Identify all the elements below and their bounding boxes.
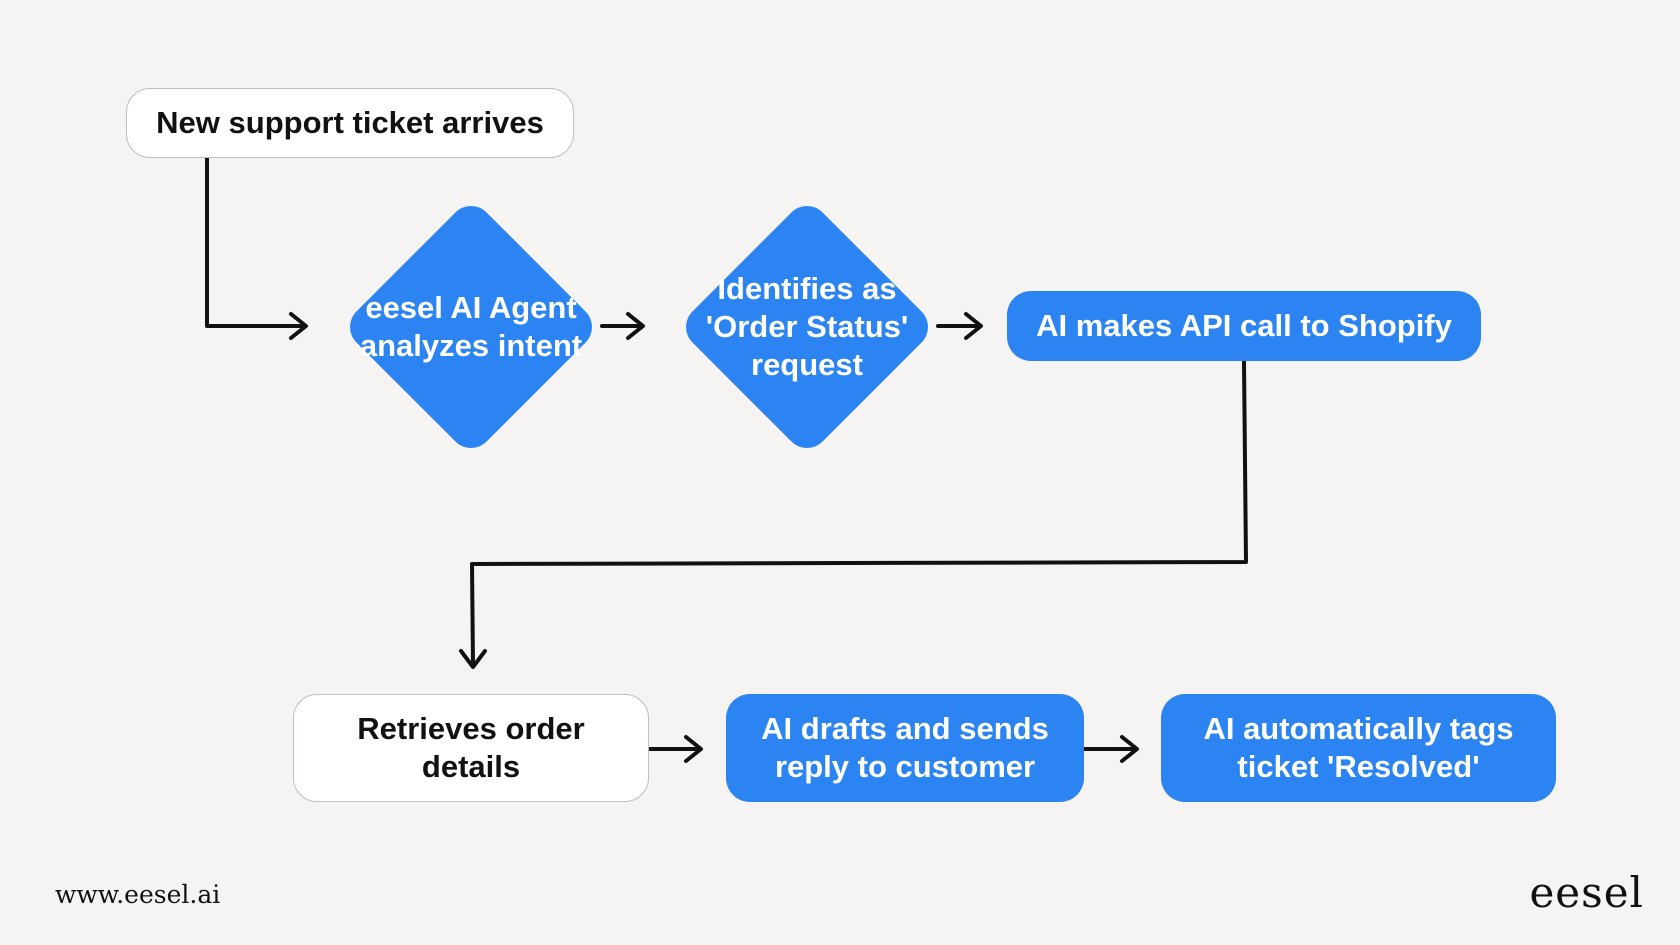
arrowhead-analyze xyxy=(289,312,308,340)
node-draft-reply: AI drafts and sends reply to customer xyxy=(726,694,1084,802)
node-new-ticket-label: New support ticket arrives xyxy=(156,105,544,140)
node-retrieve-order: Retrieves order details xyxy=(293,694,649,802)
arrowhead-draft xyxy=(684,735,703,763)
connector-ticket-to-analyze xyxy=(205,155,307,328)
node-new-ticket: New support ticket arrives xyxy=(126,88,574,158)
footer-logo: eesel xyxy=(1529,868,1644,917)
decision-analyze-intent: eesel AI Agent analyzes intent xyxy=(340,196,602,458)
node-tag-resolved: AI automatically tags ticket 'Resolved' xyxy=(1161,694,1556,802)
decision-identify-order-status-label: Identifies as 'Order Status' request xyxy=(705,271,909,382)
node-tag-resolved-label: AI automatically tags ticket 'Resolved' xyxy=(1203,711,1514,784)
node-api-call-label: AI makes API call to Shopify xyxy=(1036,308,1452,343)
node-draft-reply-label: AI drafts and sends reply to customer xyxy=(761,711,1049,784)
arrowhead-identify xyxy=(626,312,645,340)
footer-url: www.eesel.ai xyxy=(55,880,221,909)
arrowhead-retrieve xyxy=(459,649,487,669)
decision-identify-order-status: Identifies as 'Order Status' request xyxy=(676,196,938,458)
arrowhead-tag xyxy=(1120,735,1139,763)
decision-analyze-intent-label: eesel AI Agent analyzes intent xyxy=(359,290,583,363)
node-api-call: AI makes API call to Shopify xyxy=(1007,291,1481,361)
node-retrieve-order-label: Retrieves order details xyxy=(357,711,585,784)
connector-api-to-retrieve xyxy=(470,360,1248,667)
arrowhead-api xyxy=(964,312,983,340)
